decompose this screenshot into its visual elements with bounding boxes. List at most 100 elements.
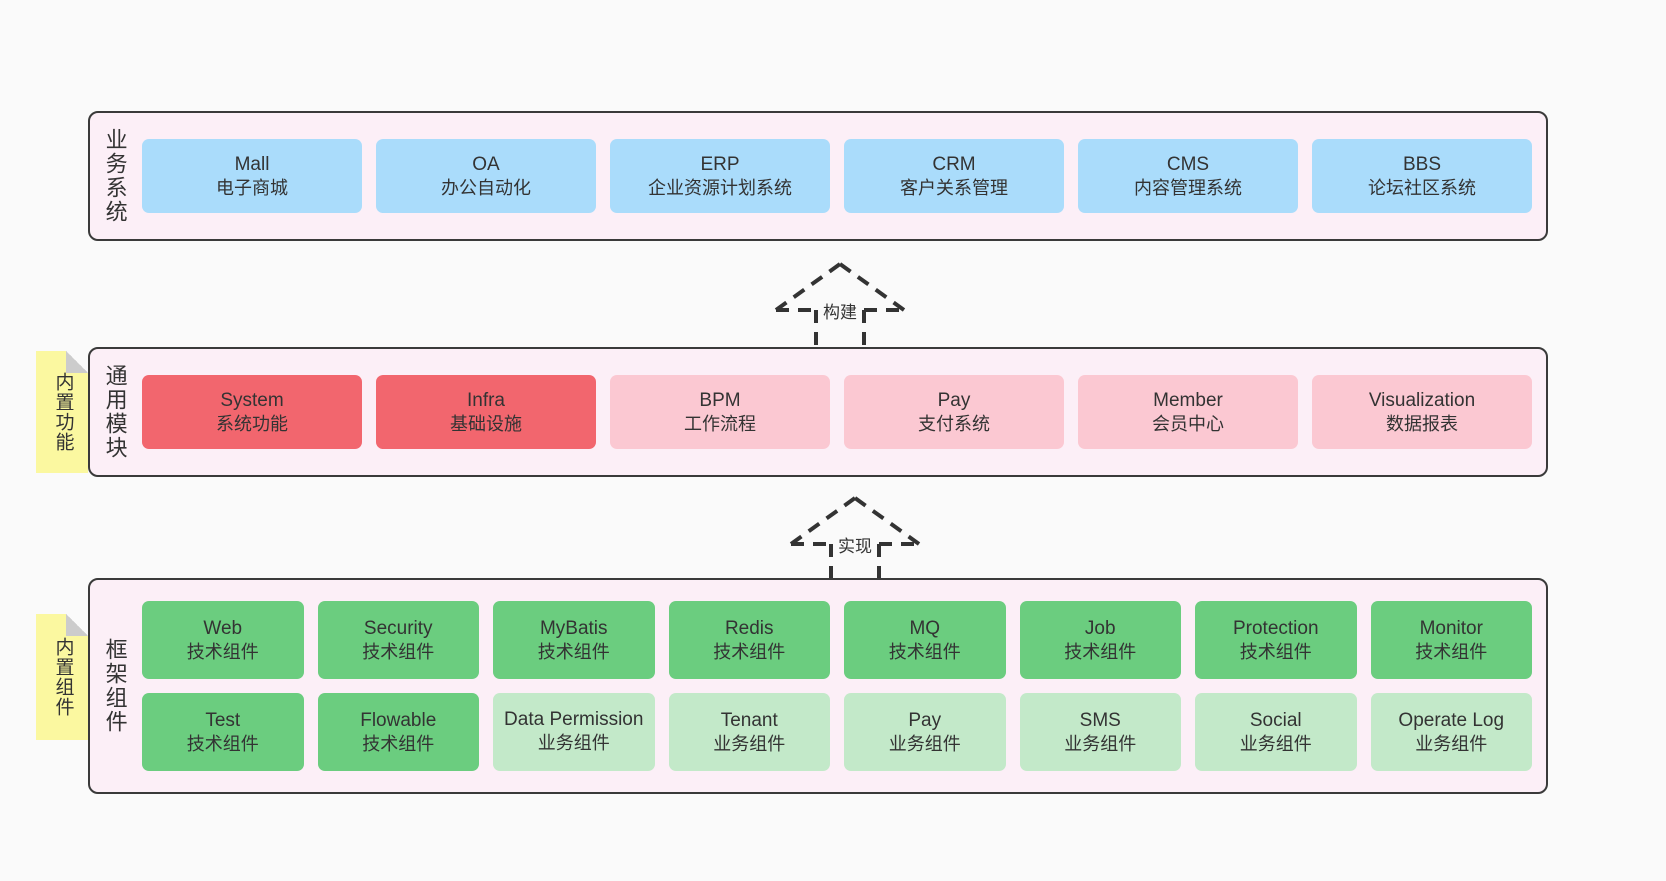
layer-business-system-label: 业务系统 [102, 128, 128, 224]
node-crm-cn: 客户关系管理 [900, 177, 1008, 198]
node-social-cn: 业务组件 [1239, 733, 1312, 754]
node-data-permission-cn: 业务组件 [537, 733, 610, 754]
node-member[interactable]: Member 会员中心 [1078, 375, 1298, 449]
node-oa-en: OA [472, 153, 500, 175]
node-infra-en: Infra [466, 389, 506, 411]
layer-framework-components-body: Web 技术组件 Security 技术组件 MyBatis 技术组件 Redi… [140, 580, 1546, 792]
node-bpm[interactable]: BPM 工作流程 [610, 375, 830, 449]
node-oa-cn: 办公自动化 [441, 177, 531, 198]
business-node-row: Mall 电子商城 OA 办公自动化 ERP 企业资源计划系统 CRM 客户关系… [142, 139, 1532, 213]
node-protection[interactable]: Protection 技术组件 [1195, 601, 1357, 679]
node-tenant[interactable]: Tenant 业务组件 [668, 693, 830, 771]
framework-node-row-1: Web 技术组件 Security 技术组件 MyBatis 技术组件 Redi… [142, 601, 1532, 679]
node-test-cn: 技术组件 [186, 733, 259, 754]
node-bpm-cn: 工作流程 [684, 413, 756, 434]
node-cms-en: CMS [1166, 153, 1210, 175]
node-test-en: Test [205, 709, 241, 731]
node-member-cn: 会员中心 [1152, 413, 1224, 434]
node-system[interactable]: System 系统功能 [142, 375, 362, 449]
node-member-en: Member [1153, 389, 1223, 411]
note-builtin-component: 内置组件 [36, 614, 88, 740]
node-monitor-en: Monitor [1419, 617, 1483, 639]
node-erp-cn: 企业资源计划系统 [648, 177, 792, 198]
layer-common-modules-body: System 系统功能 Infra 基础设施 BPM 工作流程 Pay 支付系统… [140, 349, 1546, 475]
node-social-en: Social [1249, 709, 1302, 731]
node-visualization[interactable]: Visualization 数据报表 [1312, 375, 1532, 449]
node-flowable-en: Flowable [360, 709, 437, 731]
node-infra-cn: 基础设施 [450, 413, 522, 434]
node-erp-en: ERP [700, 153, 740, 175]
node-oa[interactable]: OA 办公自动化 [376, 139, 596, 213]
node-job[interactable]: Job 技术组件 [1019, 601, 1181, 679]
node-pay-component-en: Pay [908, 709, 942, 731]
node-job-en: Job [1084, 617, 1116, 639]
node-security-en: Security [363, 617, 433, 639]
node-flowable-cn: 技术组件 [362, 733, 435, 754]
node-monitor[interactable]: Monitor 技术组件 [1370, 601, 1532, 679]
node-cms-cn: 内容管理系统 [1134, 177, 1242, 198]
layer-framework-components: 框架组件 Web 技术组件 Security 技术组件 MyBatis 技术组件… [88, 578, 1548, 794]
node-pay-module-cn: 支付系统 [918, 413, 990, 434]
layer-common-modules: 通用模块 System 系统功能 Infra 基础设施 BPM 工作流程 Pay… [88, 347, 1548, 477]
node-data-permission-en: Data Permission [504, 709, 644, 731]
connector-build-label: 构建 [823, 303, 857, 322]
node-web-cn: 技术组件 [186, 641, 259, 662]
note-builtin-function: 内置功能 [36, 351, 88, 473]
connector-implement-label: 实现 [838, 537, 872, 556]
node-tenant-cn: 业务组件 [713, 733, 786, 754]
node-operate-log-cn: 业务组件 [1415, 733, 1488, 754]
node-mybatis-en: MyBatis [539, 617, 608, 639]
node-bpm-en: BPM [699, 389, 741, 411]
node-protection-en: Protection [1232, 617, 1319, 639]
node-social[interactable]: Social 业务组件 [1195, 693, 1357, 771]
node-web-en: Web [203, 617, 243, 639]
node-tenant-en: Tenant [720, 709, 778, 731]
node-mq-en: MQ [909, 617, 941, 639]
layer-common-modules-label: 通用模块 [102, 364, 128, 460]
node-security-cn: 技术组件 [362, 641, 435, 662]
node-security[interactable]: Security 技术组件 [317, 601, 479, 679]
node-mall-cn: 电子商城 [216, 177, 288, 198]
node-mall-en: Mall [234, 153, 270, 175]
node-redis[interactable]: Redis 技术组件 [668, 601, 830, 679]
node-pay-component-cn: 业务组件 [888, 733, 961, 754]
node-pay-module-en: Pay [937, 389, 971, 411]
node-sms[interactable]: SMS 业务组件 [1019, 693, 1181, 771]
node-web[interactable]: Web 技术组件 [142, 601, 304, 679]
node-redis-cn: 技术组件 [713, 641, 786, 662]
node-data-permission[interactable]: Data Permission 业务组件 [493, 693, 655, 771]
node-mq-cn: 技术组件 [888, 641, 961, 662]
node-visualization-cn: 数据报表 [1386, 413, 1458, 434]
node-bbs[interactable]: BBS 论坛社区系统 [1312, 139, 1532, 213]
node-cms[interactable]: CMS 内容管理系统 [1078, 139, 1298, 213]
node-pay-module[interactable]: Pay 支付系统 [844, 375, 1064, 449]
node-test[interactable]: Test 技术组件 [142, 693, 304, 771]
node-flowable[interactable]: Flowable 技术组件 [317, 693, 479, 771]
node-operate-log-en: Operate Log [1398, 709, 1505, 731]
node-system-en: System [220, 389, 284, 411]
node-visualization-en: Visualization [1368, 389, 1476, 411]
node-crm-en: CRM [932, 153, 976, 175]
node-monitor-cn: 技术组件 [1415, 641, 1488, 662]
node-mq[interactable]: MQ 技术组件 [844, 601, 1006, 679]
layer-framework-components-label: 框架组件 [102, 638, 128, 734]
node-sms-en: SMS [1079, 709, 1121, 731]
node-sms-cn: 业务组件 [1064, 733, 1137, 754]
node-mybatis[interactable]: MyBatis 技术组件 [493, 601, 655, 679]
node-infra[interactable]: Infra 基础设施 [376, 375, 596, 449]
node-erp[interactable]: ERP 企业资源计划系统 [610, 139, 830, 213]
common-node-row: System 系统功能 Infra 基础设施 BPM 工作流程 Pay 支付系统… [142, 375, 1532, 449]
layer-business-system: 业务系统 Mall 电子商城 OA 办公自动化 ERP 企业资源计划系统 CRM… [88, 111, 1548, 241]
layer-business-system-body: Mall 电子商城 OA 办公自动化 ERP 企业资源计划系统 CRM 客户关系… [140, 113, 1546, 239]
node-mybatis-cn: 技术组件 [537, 641, 610, 662]
node-system-cn: 系统功能 [216, 413, 288, 434]
node-protection-cn: 技术组件 [1239, 641, 1312, 662]
node-pay-component[interactable]: Pay 业务组件 [844, 693, 1006, 771]
node-crm[interactable]: CRM 客户关系管理 [844, 139, 1064, 213]
node-operate-log[interactable]: Operate Log 业务组件 [1370, 693, 1532, 771]
node-bbs-cn: 论坛社区系统 [1368, 177, 1476, 198]
node-mall[interactable]: Mall 电子商城 [142, 139, 362, 213]
connector-build: 构建 [760, 258, 920, 358]
node-bbs-en: BBS [1402, 153, 1442, 175]
